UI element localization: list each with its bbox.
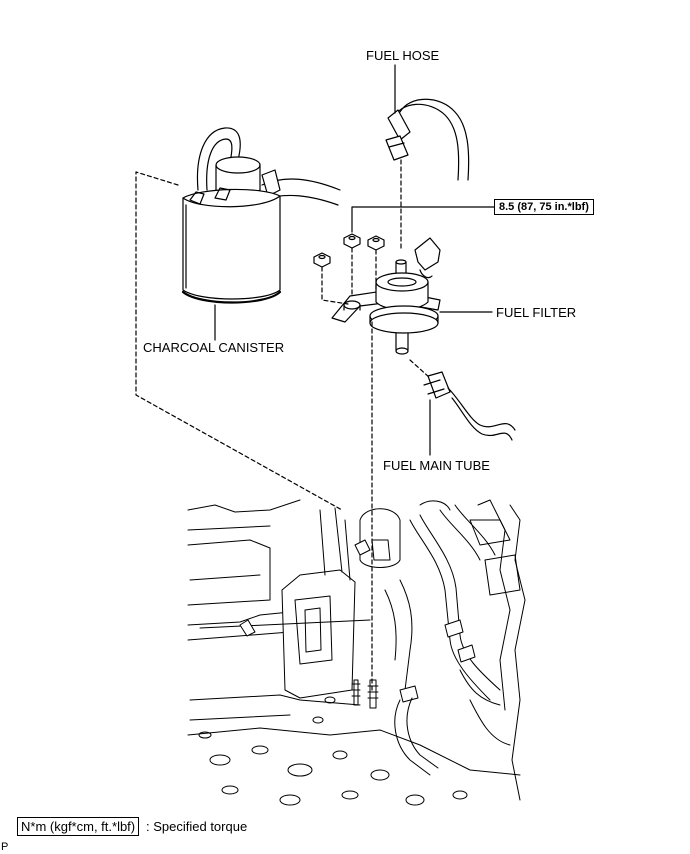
nut-2 <box>367 235 385 251</box>
fuel-main-tube-drawing <box>423 371 516 441</box>
fuel-main-tube-label: FUEL MAIN TUBE <box>383 458 490 473</box>
torque-unit-legend-box: N*m (kgf*cm, ft.*lbf) <box>17 817 140 836</box>
nut-3 <box>313 252 331 268</box>
torque-legend-description: : Specified torque <box>146 819 248 834</box>
fuel-hose-label: FUEL HOSE <box>366 48 440 63</box>
fuel-hose-drawing <box>385 98 470 181</box>
torque-spec-box: 8.5 (87, 75 in.*lbf) <box>494 199 594 215</box>
fuel-filter-label: FUEL FILTER <box>496 305 577 320</box>
canister-dashed-left <box>135 171 343 511</box>
charcoal-canister-label: CHARCOAL CANISTER <box>143 340 285 355</box>
vehicle-frame-drawing <box>187 499 526 806</box>
fuel-filter-drawing <box>331 237 441 355</box>
charcoal-canister-drawing <box>181 127 341 304</box>
torque-leader <box>351 206 495 233</box>
corner-mark: P <box>1 841 9 853</box>
nut-1 <box>343 233 361 249</box>
